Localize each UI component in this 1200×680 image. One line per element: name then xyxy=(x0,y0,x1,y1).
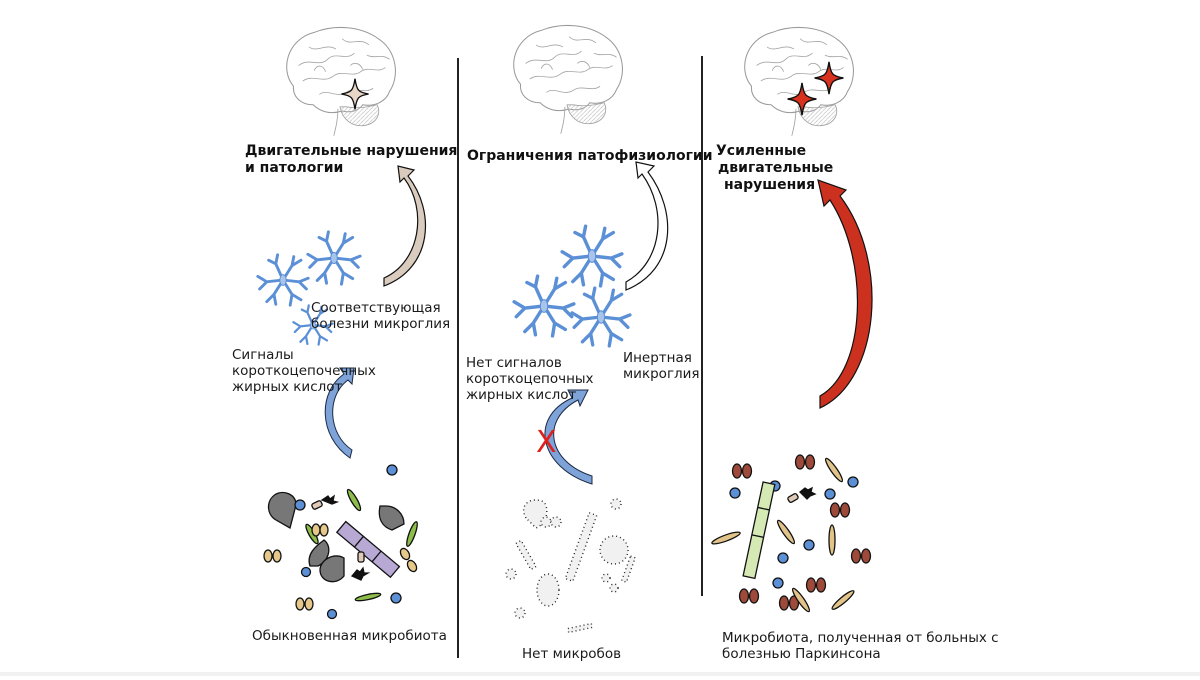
column-divider xyxy=(457,58,459,658)
bottom-edge xyxy=(0,672,1200,676)
microbiota-parkinson xyxy=(711,454,872,613)
brain-icon xyxy=(513,24,623,135)
microglia-cell-icon xyxy=(560,224,624,288)
label-line: двигательные xyxy=(718,160,834,176)
microbiota-label-parkinson: Микробиота, полученная от больных с боле… xyxy=(722,630,999,662)
label-line: Нет сигналов xyxy=(466,355,562,371)
arrow-signal-normal xyxy=(324,367,355,459)
microglia-group-germ-free xyxy=(512,224,632,348)
label-line: жирных кислот xyxy=(232,379,343,395)
label-line: жирных кислот xyxy=(466,387,577,403)
signal-label-normal: Сигналы короткоцепочечных жирных кислот xyxy=(232,347,376,395)
label-line: Микробиота, полученная от больных с xyxy=(722,630,999,646)
signal-label-germ-free: Нет сигналов короткоцепочных жирных кисл… xyxy=(466,355,594,403)
label-line: Сигналы xyxy=(232,347,294,363)
label-line: нарушения xyxy=(724,177,816,193)
arrow-up-normal xyxy=(383,165,427,287)
brain-label-normal: Двигательные нарушения и патологии xyxy=(245,143,457,177)
label-line: микроглия xyxy=(623,366,700,382)
microbiota-label-germ-free: Нет микробов xyxy=(522,646,622,662)
brain-icon xyxy=(744,26,854,137)
microbiota-label-normal: Обыкновенная микробиота xyxy=(252,628,447,644)
label-line: болезнью Паркинсона xyxy=(722,646,881,662)
microglia-cell-icon xyxy=(306,230,362,286)
brain-label-germ-free: Ограничения патофизиологии xyxy=(467,148,713,164)
label-line: Двигательные нарушения xyxy=(245,143,458,159)
brain-icon xyxy=(286,26,396,137)
label-line: Усиленные xyxy=(716,143,807,159)
microglia-cell-icon xyxy=(256,252,310,308)
brain-label-parkinson: Усиленные двигательные нарушения xyxy=(716,143,833,194)
label-line: и патологии xyxy=(245,160,344,176)
microglia-label-normal: Соответствующая болезни микроглия xyxy=(311,300,450,332)
label-line: короткоцепочечных xyxy=(232,363,376,379)
arrow-up-germ-free xyxy=(625,161,669,291)
label-line: Соответствующая xyxy=(311,300,441,316)
label-line: болезни микроглия xyxy=(311,316,451,332)
blocked-signal-mark: X xyxy=(536,425,557,460)
arrow-up-parkinson xyxy=(817,179,873,409)
microglia-label-germ-free: Инертная микроглия xyxy=(623,350,700,382)
microglia-cell-icon xyxy=(512,274,576,338)
arrow-signal-germ-free xyxy=(544,389,593,485)
microbiota-germ-free xyxy=(505,498,637,634)
microbiota-normal xyxy=(263,464,418,620)
label-line: Инертная xyxy=(623,350,692,366)
microglia-cell-icon xyxy=(570,286,632,348)
column-divider xyxy=(701,56,703,596)
label-line: короткоцепочных xyxy=(466,371,594,387)
